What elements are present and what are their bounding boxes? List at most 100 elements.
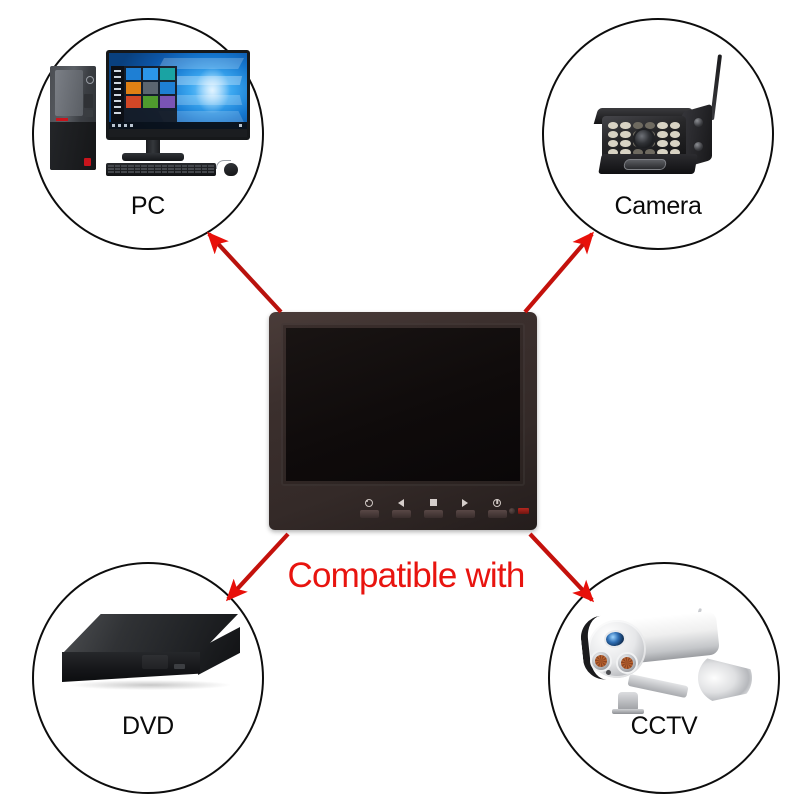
ir-receiver-icon (509, 508, 515, 514)
power-led-indicator (518, 508, 529, 514)
bubble-camera-label: Camera (614, 192, 702, 220)
compatible-with-caption: Compatible with (287, 556, 526, 595)
monitor-right-button[interactable] (455, 498, 475, 518)
cctv-ir-led (590, 650, 612, 672)
start-menu-rail (111, 66, 124, 122)
button-cap (391, 510, 411, 518)
button-cap (359, 510, 379, 518)
start-tile (160, 82, 175, 94)
ir-led (620, 140, 631, 147)
camera-mount-bolt (694, 142, 703, 151)
dvd-display-panel (142, 655, 168, 669)
start-tile (143, 96, 158, 108)
ir-led (657, 140, 668, 147)
monitor-menu-button[interactable] (359, 498, 379, 518)
pc-brand-logo (84, 158, 91, 166)
pc-monitor-stand-neck (146, 140, 160, 154)
monitor-select-button[interactable] (423, 498, 443, 518)
ir-led (669, 149, 680, 156)
wallpaper-glow (194, 66, 231, 114)
pc-monitor-chin (109, 129, 247, 137)
pc-brand-stripe (56, 118, 68, 121)
ir-led (644, 122, 656, 129)
desktop-computer-icon (50, 50, 250, 176)
pc-power-button-icon (86, 76, 94, 84)
monitor-button-row (359, 498, 507, 518)
start-tile (160, 68, 175, 80)
dvd-player-icon (50, 614, 250, 709)
power-icon (493, 498, 502, 507)
pc-tower-upper-panel (55, 70, 83, 116)
taskbar-item (124, 124, 127, 127)
taskbar-item (118, 124, 121, 127)
triangle-left-icon (397, 498, 406, 507)
dvd-usb-port (174, 664, 185, 669)
arrow-to-dvd (225, 532, 290, 602)
pc-monitor-screen (109, 53, 247, 129)
start-menu-rail-item (114, 100, 121, 102)
arrow-to-pc (206, 231, 283, 314)
bubble-dvd: DVD (32, 562, 264, 794)
bubble-dvd-label: DVD (122, 712, 174, 740)
ring-icon (365, 498, 374, 507)
vehicle-ir-camera-icon (584, 54, 744, 176)
start-menu-rail-item (114, 112, 121, 114)
mouse-cord (216, 160, 231, 169)
taskbar-item (130, 124, 133, 127)
arrow-to-cctv (528, 532, 595, 603)
start-menu-tiles (124, 66, 177, 122)
ir-led (669, 131, 680, 138)
start-menu-rail-item (114, 76, 121, 78)
ir-led (608, 140, 619, 147)
ir-led (669, 122, 680, 129)
camera-lens (633, 128, 655, 150)
ir-led (608, 122, 619, 129)
triangle-right-icon (461, 498, 470, 507)
start-menu (111, 66, 177, 122)
button-cap (423, 510, 443, 518)
ir-led (669, 140, 680, 147)
start-tile (143, 82, 158, 94)
pc-usb-ports (84, 110, 93, 117)
ir-led (657, 131, 668, 138)
start-tile (126, 68, 141, 80)
bubble-cctv: CCTV (548, 562, 780, 794)
start-menu-rail-item (114, 82, 121, 84)
ir-led (632, 149, 643, 156)
square-icon (429, 498, 438, 507)
bubble-pc: PC (32, 18, 264, 250)
taskbar-item (112, 124, 115, 127)
ir-led (657, 149, 668, 156)
dvd-shadow (70, 680, 230, 690)
start-tile (126, 82, 141, 94)
bullet-cctv-camera-icon (576, 608, 762, 724)
bubble-cctv-label: CCTV (630, 712, 698, 740)
monitor-power-button[interactable] (487, 498, 507, 518)
monitor-left-button[interactable] (391, 498, 411, 518)
monitor-bezel-inner (281, 323, 525, 486)
ir-led (608, 131, 619, 138)
keyboard-icon (106, 163, 216, 176)
bubble-camera: Camera (542, 18, 774, 250)
start-tile (126, 96, 141, 108)
cctv-ir-led (616, 652, 638, 674)
pc-monitor (106, 50, 250, 140)
camera-bracket-slot (623, 159, 667, 170)
ir-led (620, 131, 631, 138)
cctv-light-sensor (606, 670, 611, 675)
cctv-mount-base (612, 692, 644, 714)
button-cap (487, 510, 507, 518)
ir-led (644, 149, 656, 156)
ir-led (657, 122, 668, 129)
button-cap (455, 510, 475, 518)
pc-front-ports (84, 94, 93, 108)
start-menu-rail-item (114, 88, 121, 90)
start-tile (143, 68, 158, 80)
monitor-screen (286, 328, 520, 481)
windows-taskbar (109, 122, 247, 129)
start-menu-rail-item (114, 94, 121, 96)
mouse-icon (224, 163, 238, 176)
ir-led (620, 149, 631, 156)
ir-led (620, 122, 631, 129)
